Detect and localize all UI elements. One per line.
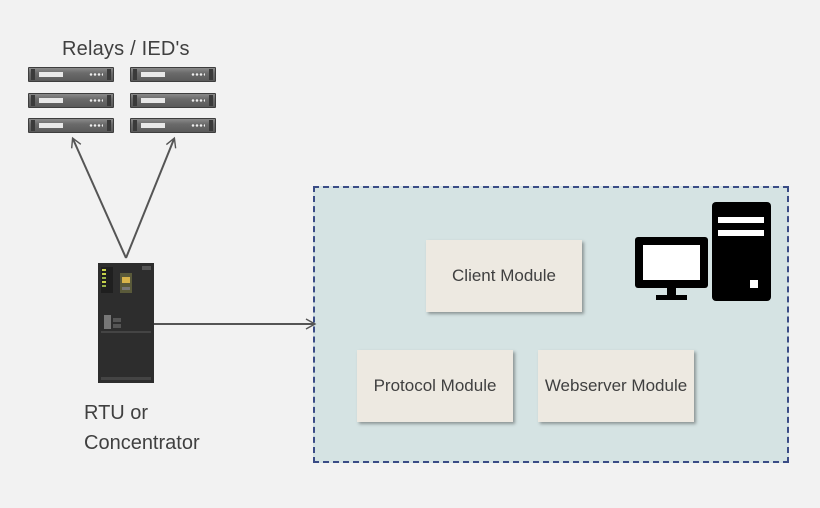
relay-server-icon [28, 67, 114, 82]
relays-label: Relays / IED's [62, 38, 190, 60]
rtu-to-relay-left-arrow [70, 136, 127, 259]
webserver-module: Webserver Module [538, 350, 694, 422]
relay-server-icon [130, 67, 216, 82]
rtu-device-icon [98, 263, 154, 383]
relay-server-icon [28, 118, 114, 133]
desktop-computer-icon [635, 202, 771, 301]
relay-server-icon [28, 93, 114, 108]
rtu-label: RTU or Concentrator [84, 398, 200, 458]
rtu-label-line2: Concentrator [84, 432, 200, 454]
rtu-to-relay-right-arrow [125, 136, 177, 259]
protocol-module: Protocol Module [357, 350, 513, 422]
client-module: Client Module [426, 240, 582, 312]
relay-server-icon [130, 118, 216, 133]
rtu-label-line1: RTU or [84, 402, 149, 424]
relay-server-icon [130, 93, 216, 108]
